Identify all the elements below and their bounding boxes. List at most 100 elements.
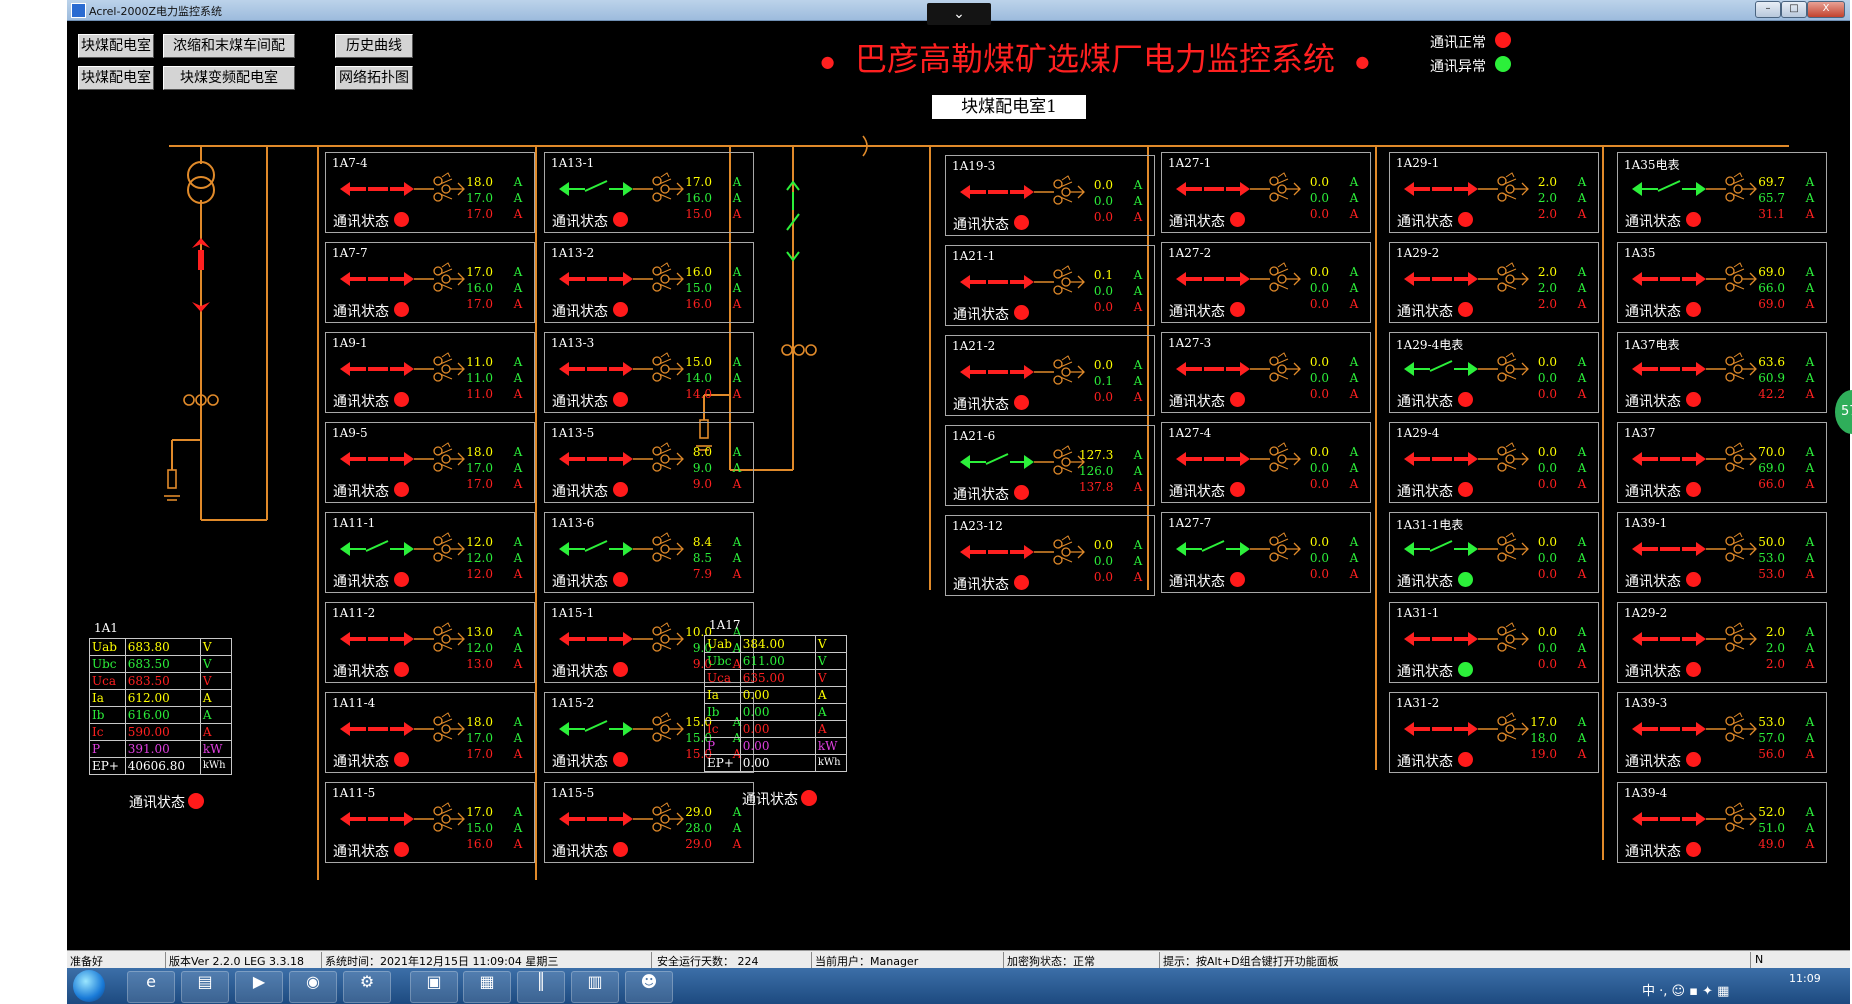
meter-value: 0.00: [739, 720, 816, 738]
phase-a-current: 17.0: [685, 175, 712, 189]
feeder-name: 1A7-4: [332, 156, 368, 170]
phase-a-current: 0.1: [1093, 268, 1113, 282]
phase-c-current: 14.0: [685, 387, 712, 401]
status-version: 版本Ver 2.2.0 LEG 3.3.18: [169, 955, 305, 968]
nav-history-curve[interactable]: 历史曲线: [335, 34, 413, 58]
chrome-icon[interactable]: ◉: [289, 971, 337, 1003]
nav-network-topology[interactable]: 网络拓扑图: [335, 66, 413, 90]
switch-symbol: [1176, 442, 1301, 472]
unit-a: A: [1805, 715, 1815, 729]
folder-icon[interactable]: ▤: [181, 971, 229, 1003]
start-button[interactable]: [73, 970, 105, 1002]
wechat-icon[interactable]: ☻: [625, 971, 673, 1003]
legend-green-dot: [1495, 56, 1511, 72]
comm-status-dot: [1458, 662, 1473, 677]
meter-unit: A: [814, 720, 848, 738]
nav-thickening-workshop[interactable]: 浓缩和末煤车间配: [163, 34, 295, 58]
phase-b-current: 51.0: [1758, 821, 1785, 835]
unit-a: A: [732, 371, 742, 385]
comm-status-dot: [1458, 572, 1473, 587]
phase-a-current: 0.0: [1309, 175, 1329, 189]
close-button[interactable]: X: [1807, 1, 1845, 18]
system-tray[interactable]: 中 ·, ☺ ▪ ✦ ▦: [1642, 984, 1730, 999]
phase-a-current: 17.0: [466, 805, 493, 819]
ie-icon[interactable]: e: [127, 971, 175, 1003]
meter-key: Ubc: [704, 652, 741, 670]
nav-vfd-room[interactable]: 块煤变频配电室: [163, 66, 295, 90]
network-tool-icon[interactable]: ⚙: [343, 971, 391, 1003]
room-title: 块煤配电室1: [932, 95, 1086, 119]
comm-status-dot: [613, 212, 628, 227]
comm-status-dot: [1458, 392, 1473, 407]
feeder-name: 1A11-4: [332, 696, 376, 710]
phase-c-current: 42.2: [1758, 387, 1785, 401]
nav-kuaimei-room2[interactable]: 块煤配电室2: [78, 66, 154, 108]
opc-icon[interactable]: ▥: [571, 971, 619, 1003]
comm-status-dot: [1230, 572, 1245, 587]
phase-b-current: 57.0: [1758, 731, 1785, 745]
barcode-app-icon[interactable]: ║: [517, 971, 565, 1003]
comm-status-dot: [1686, 842, 1701, 857]
minimize-button[interactable]: –: [1755, 1, 1781, 18]
phase-a-current: 0.0: [1537, 625, 1557, 639]
edge-floating-badge[interactable]: 57: [1835, 390, 1852, 434]
terminal-icon[interactable]: ▣: [410, 971, 458, 1003]
comm-status-label: 通讯状态: [1625, 844, 1681, 860]
unit-a: A: [1577, 371, 1587, 385]
comm-status-label: 通讯状态: [1397, 394, 1453, 410]
taskbar-clock[interactable]: 11:09: [1789, 972, 1821, 985]
meter-1a1-title: 1A1: [94, 621, 118, 635]
monitor-app-icon[interactable]: ▦: [463, 971, 511, 1003]
chevron-down-icon[interactable]: ⌄: [927, 3, 991, 25]
media-player-icon[interactable]: ▶: [235, 971, 283, 1003]
unit-a: A: [1577, 567, 1587, 581]
switch-symbol: [559, 442, 684, 472]
maximize-button[interactable]: □: [1781, 1, 1807, 18]
